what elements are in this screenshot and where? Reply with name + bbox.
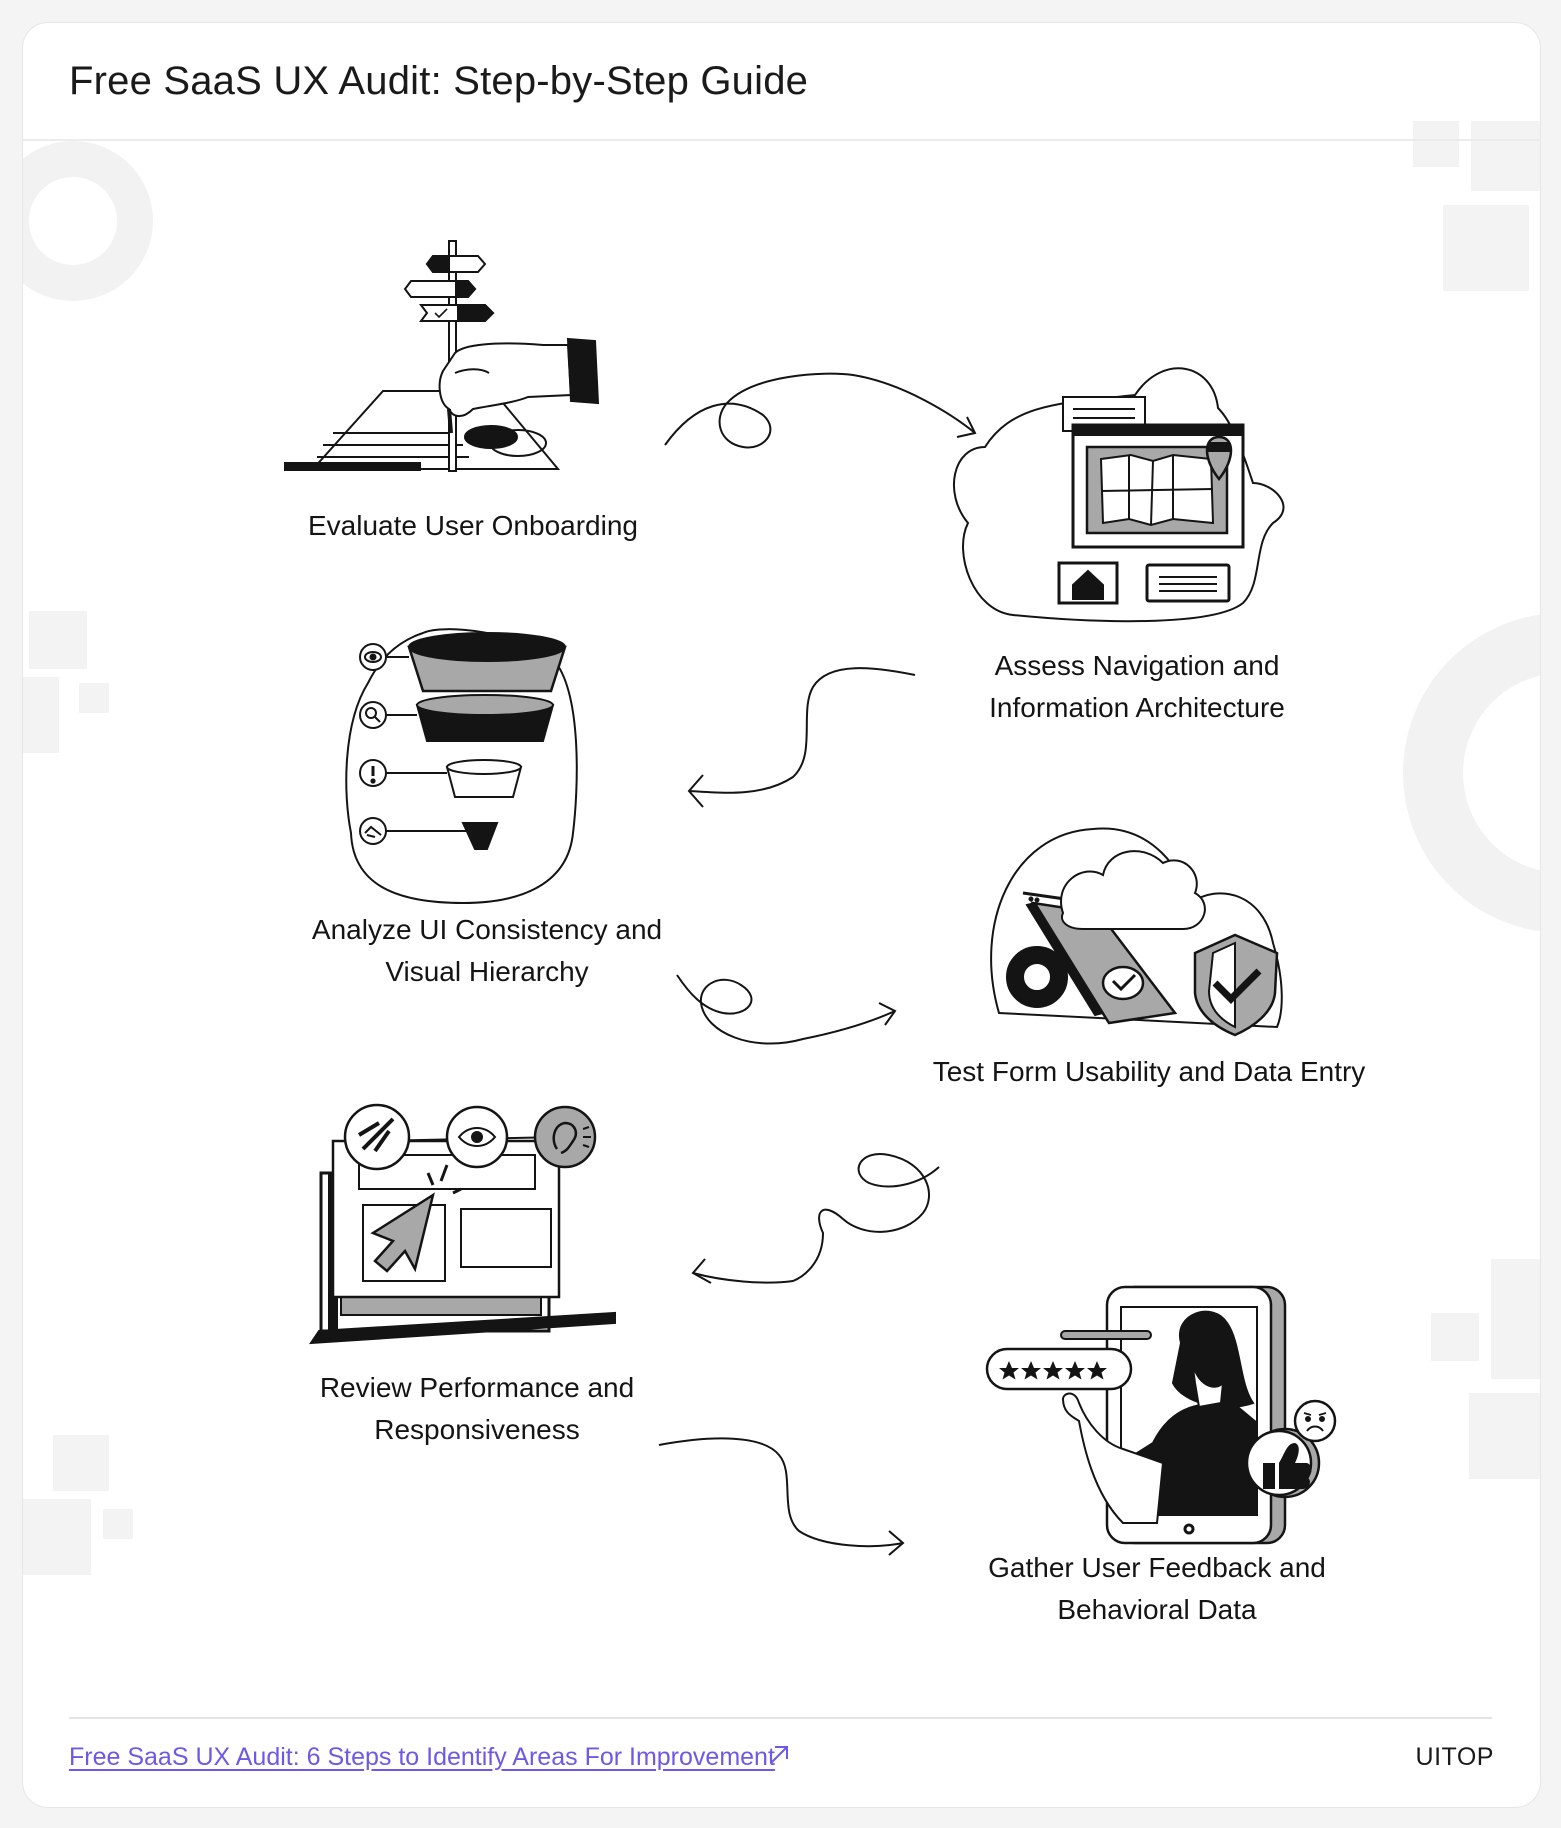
- step-6-label: Gather User Feedback and Behavioral Data: [947, 1547, 1367, 1631]
- step-label-line: Behavioral Data: [1057, 1594, 1257, 1625]
- step-label-line: Review Performance and: [319, 1372, 635, 1403]
- decor-square: [1443, 205, 1529, 291]
- page-title: Free SaaS UX Audit: Step-by-Step Guide: [69, 59, 809, 103]
- connector-arrow-3: [676, 974, 897, 1045]
- connector-arrow-4: [691, 1153, 940, 1284]
- footer-divider: [69, 1717, 1492, 1719]
- decor-square: [23, 677, 59, 753]
- cloud-shield-icon: [990, 827, 1283, 1037]
- step-label-line: Test Form Usability and Data Entry: [932, 1056, 1366, 1087]
- decor-square: [79, 683, 109, 713]
- step-label-line: Assess Navigation and: [994, 650, 1280, 681]
- connector-arrow-5: [658, 1437, 905, 1556]
- brand-logo-text: UITOP: [1415, 1743, 1494, 1771]
- phone-feedback-icon: [985, 1285, 1337, 1545]
- external-arrow-icon[interactable]: [765, 1741, 793, 1769]
- connector-arrow-1: [664, 372, 977, 449]
- decor-square: [53, 1435, 109, 1491]
- step-label-line: Responsiveness: [374, 1414, 580, 1445]
- step-label-line: Information Architecture: [989, 692, 1285, 723]
- funnel-icon: [345, 628, 578, 905]
- decor-square: [29, 611, 87, 669]
- source-link[interactable]: Free SaaS UX Audit: 6 Steps to Identify …: [69, 1743, 775, 1771]
- step-4-label: Test Form Usability and Data Entry: [909, 1051, 1389, 1093]
- step-3-label: Analyze UI Consistency and Visual Hierar…: [277, 909, 697, 993]
- decor-square: [103, 1509, 133, 1539]
- step-label-line: Visual Hierarchy: [385, 956, 589, 987]
- decor-square: [1413, 121, 1459, 167]
- decor-square: [1431, 1313, 1479, 1361]
- step-1-label: Evaluate User Onboarding: [253, 505, 693, 547]
- website-map-icon: [952, 367, 1285, 623]
- steps-diagram: [284, 240, 1337, 1556]
- step-label-line: Analyze UI Consistency and: [311, 914, 663, 945]
- step-label-line: Gather User Feedback and: [988, 1552, 1326, 1583]
- decor-square: [1469, 1393, 1540, 1479]
- step-2-label: Assess Navigation and Information Archit…: [927, 645, 1347, 729]
- step-label-line: Evaluate User Onboarding: [308, 510, 638, 541]
- decor-square: [1471, 121, 1540, 191]
- decor-square: [1491, 1259, 1540, 1379]
- guide-card: Free SaaS UX Audit: Step-by-Step Guide: [22, 22, 1541, 1808]
- connector-arrow-2: [687, 667, 916, 808]
- laptop-cursor-icon: [309, 1103, 616, 1345]
- decor-square: [23, 1499, 91, 1575]
- step-5-label: Review Performance and Responsiveness: [267, 1367, 687, 1451]
- signpost-hand-icon: [284, 240, 600, 472]
- header: Free SaaS UX Audit: Step-by-Step Guide: [23, 23, 1540, 141]
